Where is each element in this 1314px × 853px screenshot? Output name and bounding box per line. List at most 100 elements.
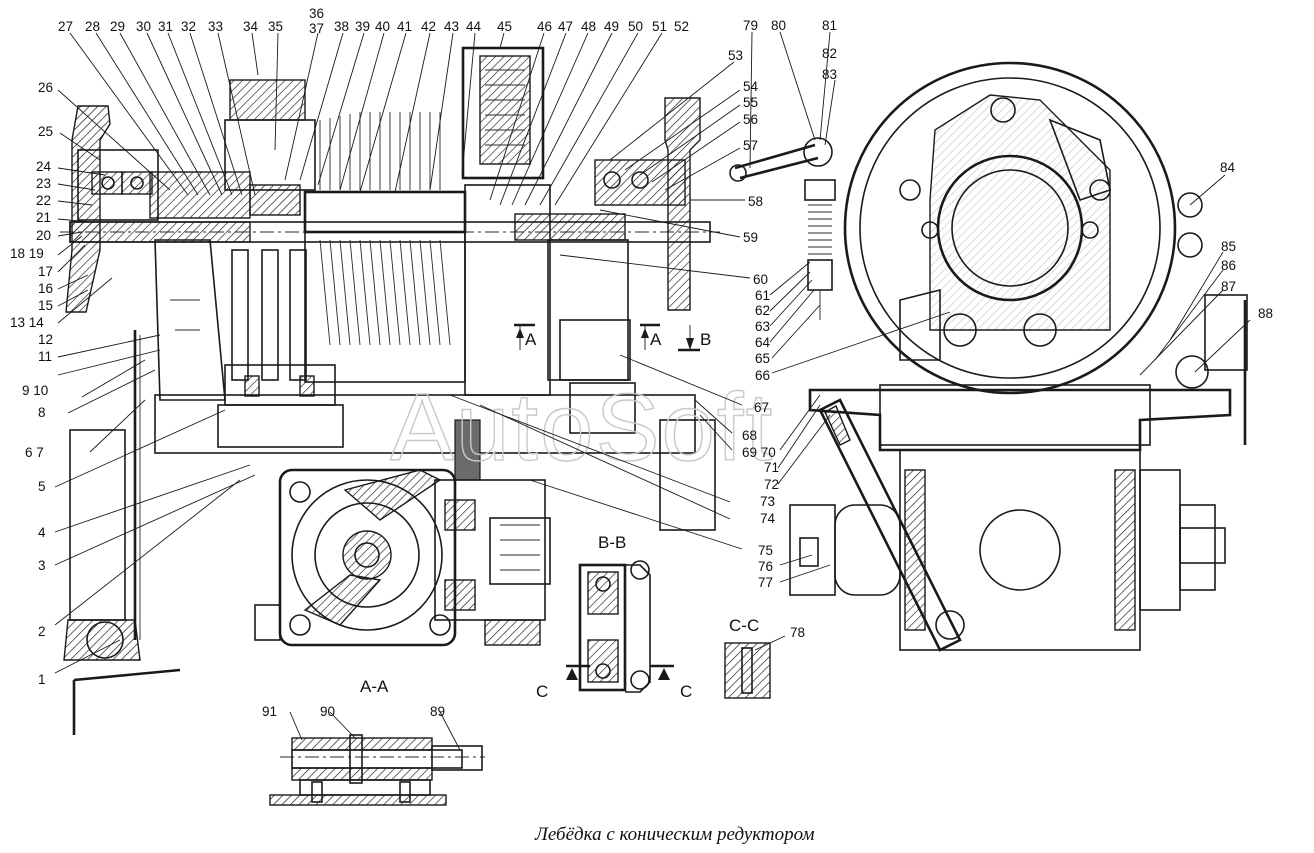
callout-4: 4 — [38, 525, 46, 540]
callout-87: 87 — [1221, 279, 1236, 294]
callout-88: 88 — [1258, 306, 1273, 321]
callout-9-10: 9 10 — [22, 383, 48, 398]
callout-15: 15 — [38, 298, 53, 313]
label-section-b-b: В-В — [598, 533, 626, 552]
leader-lines — [54, 31, 1251, 751]
cut-mark-c-right: С — [680, 682, 692, 701]
callout-49: 49 — [604, 19, 619, 34]
callout-34: 34 — [243, 19, 259, 34]
callout-82: 82 — [822, 46, 837, 61]
callout-62: 62 — [755, 303, 770, 318]
callout-41: 41 — [397, 19, 412, 34]
label-section-a-a: А-А — [360, 677, 389, 696]
callout-63: 63 — [755, 319, 770, 334]
main-section-view — [60, 46, 720, 735]
callout-60: 60 — [753, 272, 768, 287]
callout-16: 16 — [38, 281, 53, 296]
callout-59: 59 — [743, 230, 758, 245]
callout-28: 28 — [85, 19, 100, 34]
drawing-caption: Лебёдка с коническим редуктором — [534, 824, 815, 845]
callout-37: 37 — [309, 21, 324, 36]
callout-32: 32 — [181, 19, 196, 34]
callout-38: 38 — [334, 19, 349, 34]
section-a-a-view — [254, 468, 551, 647]
callout-84: 84 — [1220, 160, 1236, 175]
callout-54: 54 — [743, 79, 759, 94]
callout-47: 47 — [558, 19, 573, 34]
callout-3: 3 — [38, 558, 46, 573]
callout-35: 35 — [268, 19, 283, 34]
cut-mark-b: В — [700, 330, 711, 349]
callout-1: 1 — [38, 672, 46, 687]
callout-24: 24 — [36, 159, 52, 174]
callout-64: 64 — [755, 335, 771, 350]
callout-labels: 27 28 29 30 31 32 33 34 35 36 37 38 39 4… — [10, 6, 1273, 719]
callout-61: 61 — [755, 288, 770, 303]
callout-91: 91 — [262, 704, 277, 719]
callout-76: 76 — [758, 559, 773, 574]
callout-25: 25 — [38, 124, 53, 139]
callout-73: 73 — [760, 494, 775, 509]
callout-43: 43 — [444, 19, 459, 34]
callout-53: 53 — [728, 48, 743, 63]
callout-75: 75 — [758, 543, 773, 558]
callout-85: 85 — [1221, 239, 1236, 254]
callout-20: 20 — [36, 228, 51, 243]
callout-13-14: 13 14 — [10, 315, 44, 330]
callout-51: 51 — [652, 19, 667, 34]
callout-42: 42 — [421, 19, 436, 34]
callout-77: 77 — [758, 575, 773, 590]
callout-65: 65 — [755, 351, 770, 366]
callout-57: 57 — [743, 138, 758, 153]
cut-mark-a-right: А — [650, 330, 662, 349]
callout-52: 52 — [674, 19, 689, 34]
callout-58: 58 — [748, 194, 763, 209]
callout-30: 30 — [136, 19, 151, 34]
detail-89-91-view — [269, 734, 485, 806]
callout-89: 89 — [430, 704, 445, 719]
callout-27: 27 — [58, 19, 73, 34]
callout-81: 81 — [822, 18, 837, 33]
callout-40: 40 — [375, 19, 390, 34]
callout-69-70: 69 70 — [742, 445, 776, 460]
callout-12: 12 — [38, 332, 53, 347]
callout-71: 71 — [764, 460, 779, 475]
callout-74: 74 — [760, 511, 776, 526]
callout-90: 90 — [320, 704, 335, 719]
callout-8: 8 — [38, 405, 46, 420]
callout-66: 66 — [755, 368, 770, 383]
callout-80: 80 — [771, 18, 786, 33]
callout-23: 23 — [36, 176, 51, 191]
callout-18-19: 18 19 — [10, 246, 44, 261]
callout-72: 72 — [764, 477, 779, 492]
callout-83: 83 — [822, 67, 837, 82]
callout-6-7: 6 7 — [25, 445, 44, 460]
cut-mark-a-left: А — [525, 330, 537, 349]
label-section-c-c: С-С — [729, 616, 759, 635]
callout-39: 39 — [355, 19, 370, 34]
callout-44: 44 — [466, 19, 482, 34]
callout-67: 67 — [754, 400, 769, 415]
callout-48: 48 — [581, 19, 596, 34]
section-b-b-view — [566, 560, 674, 693]
rope-windings — [319, 112, 451, 346]
callout-55: 55 — [743, 95, 758, 110]
callout-45: 45 — [497, 19, 512, 34]
callout-36: 36 — [309, 6, 324, 21]
cut-mark-c-left: С — [536, 682, 548, 701]
callout-46: 46 — [537, 19, 552, 34]
callout-22: 22 — [36, 193, 51, 208]
callout-68: 68 — [742, 428, 757, 443]
callout-33: 33 — [208, 19, 223, 34]
callout-5: 5 — [38, 479, 46, 494]
section-c-c-view — [724, 642, 771, 699]
watermark: AutoSoft — [390, 374, 774, 481]
callout-78: 78 — [790, 625, 805, 640]
callout-17: 17 — [38, 264, 53, 279]
callout-21: 21 — [36, 210, 51, 225]
callout-86: 86 — [1221, 258, 1236, 273]
callout-2: 2 — [38, 624, 46, 639]
callout-29: 29 — [110, 19, 125, 34]
side-view — [729, 61, 1248, 652]
